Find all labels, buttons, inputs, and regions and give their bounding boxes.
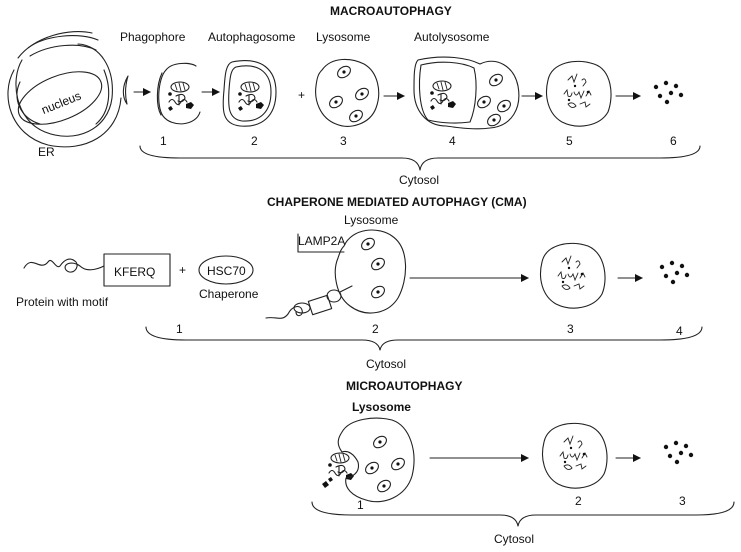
kferq-label: KFERQ [114, 265, 155, 279]
macro-number-4: 4 [449, 134, 456, 148]
cma-products [659, 260, 690, 285]
autolysosome [413, 56, 520, 130]
stage-label-autolysosome: Autolysosome [414, 30, 490, 44]
micro-cargo [322, 452, 355, 488]
phagophore [156, 62, 201, 125]
nucleus-label: nucleus [39, 89, 83, 117]
cma-number-2: 2 [372, 322, 379, 336]
hsc70-oval [198, 255, 254, 285]
phagophore-crescent [122, 75, 129, 105]
cma-lysosome [334, 229, 407, 314]
macro-brace [139, 145, 701, 171]
macro-title: MACROAUTOPHAGY [330, 4, 452, 18]
degraded-lysosome [545, 60, 612, 127]
micro-title: MICROAUTOPHAGY [346, 379, 462, 393]
macro-cytosol-label: Cytosol [399, 173, 439, 187]
nucleus [17, 71, 103, 125]
hsc70-label: HSC70 [207, 264, 246, 278]
macro-number-2: 2 [251, 134, 258, 148]
cma-number-3: 3 [567, 322, 574, 336]
micro-number-3: 3 [679, 494, 686, 508]
stage-label-lysosome: Lysosome [316, 30, 371, 44]
cma-degraded-lysosome [539, 242, 606, 309]
micro-degraded-lysosome [541, 422, 608, 489]
autophagosome [222, 60, 277, 127]
micro-brace [311, 501, 735, 527]
micro-products [663, 440, 694, 465]
er-label: ER [38, 145, 55, 159]
stage-label-phagophore: Phagophore [120, 30, 186, 44]
cma-cytosol-label: Cytosol [366, 357, 406, 371]
cma-translocation-complex [265, 285, 353, 319]
micro-lysosome-label: Lysosome [352, 400, 411, 414]
micro-lysosome [337, 417, 415, 503]
lysosome [315, 58, 380, 127]
degradation-products [653, 80, 684, 105]
micro-number-2: 2 [575, 494, 582, 508]
macro-number-6: 6 [670, 134, 677, 148]
micro-number-1: 1 [357, 498, 364, 512]
cma-number-1: 1 [176, 322, 183, 336]
protein-with-motif-label: Protein with motif [16, 295, 109, 309]
macro-number-5: 5 [566, 134, 573, 148]
lamp2a-line [297, 233, 345, 253]
er-structure [7, 31, 122, 148]
lamp2a-label: LAMP2A [298, 234, 345, 248]
macro-number-3: 3 [340, 134, 347, 148]
macro-number-1: 1 [160, 134, 167, 148]
cma-number-4: 4 [676, 324, 683, 338]
cma-plus: + [179, 263, 186, 277]
micro-cytosol-label: Cytosol [494, 532, 534, 546]
stage-label-autophagosome: Autophagosome [208, 30, 296, 44]
unfolded-protein [23, 258, 105, 273]
kferq-box [103, 253, 171, 287]
chaperone-label: Chaperone [199, 287, 259, 301]
cma-lysosome-label: Lysosome [344, 213, 399, 227]
cma-title: CHAPERONE MEDIATED AUTOPHAGY (CMA) [267, 195, 527, 209]
cma-brace [145, 326, 703, 351]
macro-plus: + [298, 88, 305, 102]
